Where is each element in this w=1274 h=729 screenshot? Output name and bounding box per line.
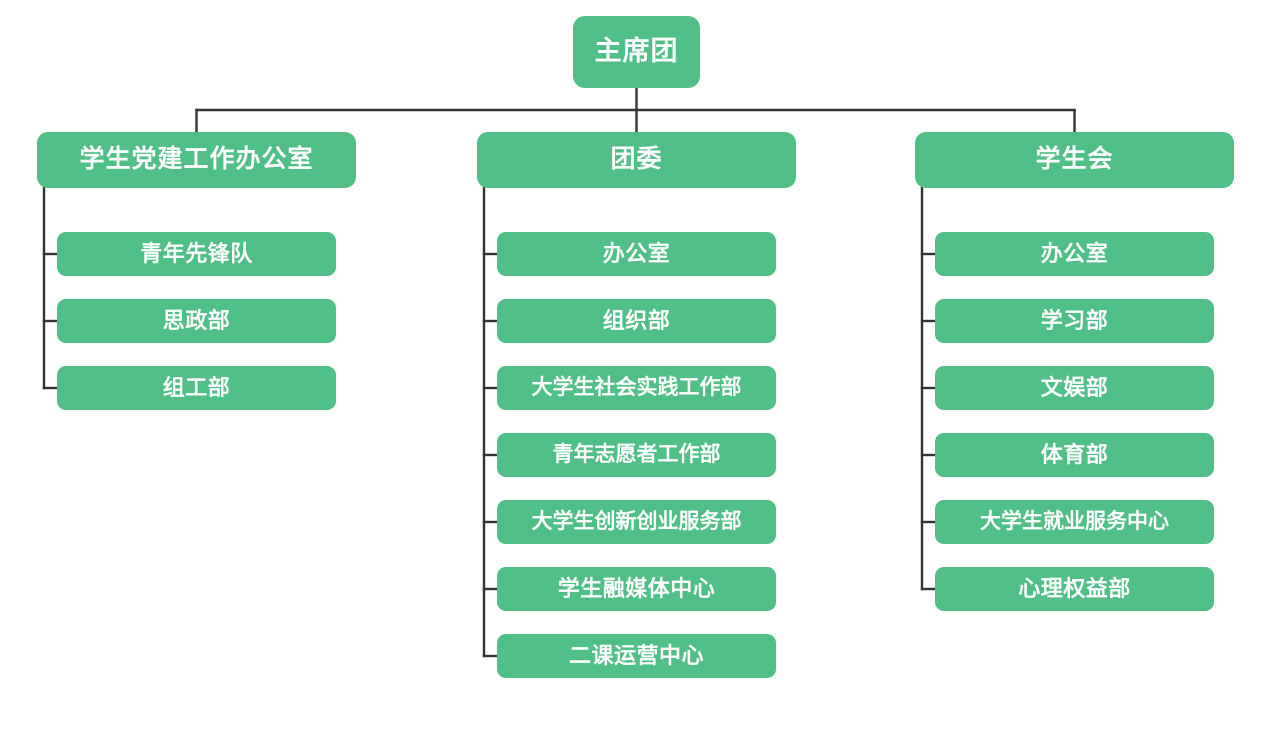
org-node-leaf-2-1[interactable]: 学习部 [935, 299, 1214, 343]
org-node-leaf-0-0[interactable]: 青年先锋队 [57, 232, 336, 276]
org-node-branch-1[interactable]: 团委 [477, 132, 796, 188]
org-node-leaf-1-1[interactable]: 组织部 [497, 299, 776, 343]
org-node-leaf-0-2[interactable]: 组工部 [57, 366, 336, 410]
org-node-leaf-1-6[interactable]: 二课运营中心 [497, 634, 776, 678]
org-node-leaf-2-0[interactable]: 办公室 [935, 232, 1214, 276]
org-node-leaf-2-5[interactable]: 心理权益部 [935, 567, 1214, 611]
org-node-leaf-2-2[interactable]: 文娱部 [935, 366, 1214, 410]
org-node-leaf-1-2[interactable]: 大学生社会实践工作部 [497, 366, 776, 410]
org-node-leaf-2-3[interactable]: 体育部 [935, 433, 1214, 477]
org-node-leaf-1-3[interactable]: 青年志愿者工作部 [497, 433, 776, 477]
org-node-branch-2[interactable]: 学生会 [915, 132, 1234, 188]
org-node-root[interactable]: 主席团 [573, 16, 700, 88]
org-node-leaf-1-5[interactable]: 学生融媒体中心 [497, 567, 776, 611]
org-node-branch-0[interactable]: 学生党建工作办公室 [37, 132, 356, 188]
org-node-leaf-1-4[interactable]: 大学生创新创业服务部 [497, 500, 776, 544]
org-node-leaf-2-4[interactable]: 大学生就业服务中心 [935, 500, 1214, 544]
org-node-leaf-1-0[interactable]: 办公室 [497, 232, 776, 276]
org-node-leaf-0-1[interactable]: 思政部 [57, 299, 336, 343]
